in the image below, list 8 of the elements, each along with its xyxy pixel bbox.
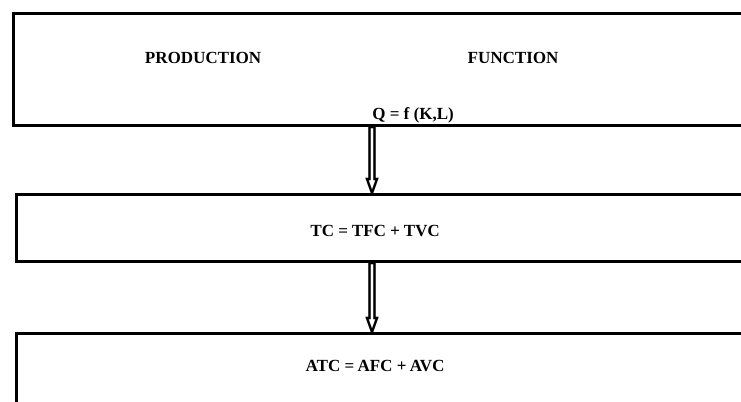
box-text: PRODUCTION (144, 48, 262, 68)
box-text: ATC = AFC + AVC (306, 356, 444, 376)
process-box (12, 12, 741, 127)
box-text: Q = f (K,L) (372, 104, 454, 124)
process-box (15, 193, 741, 263)
box-text: FUNCTION (468, 48, 558, 68)
box-text: TC = TFC + TVC (310, 221, 440, 241)
process-box (15, 332, 741, 402)
